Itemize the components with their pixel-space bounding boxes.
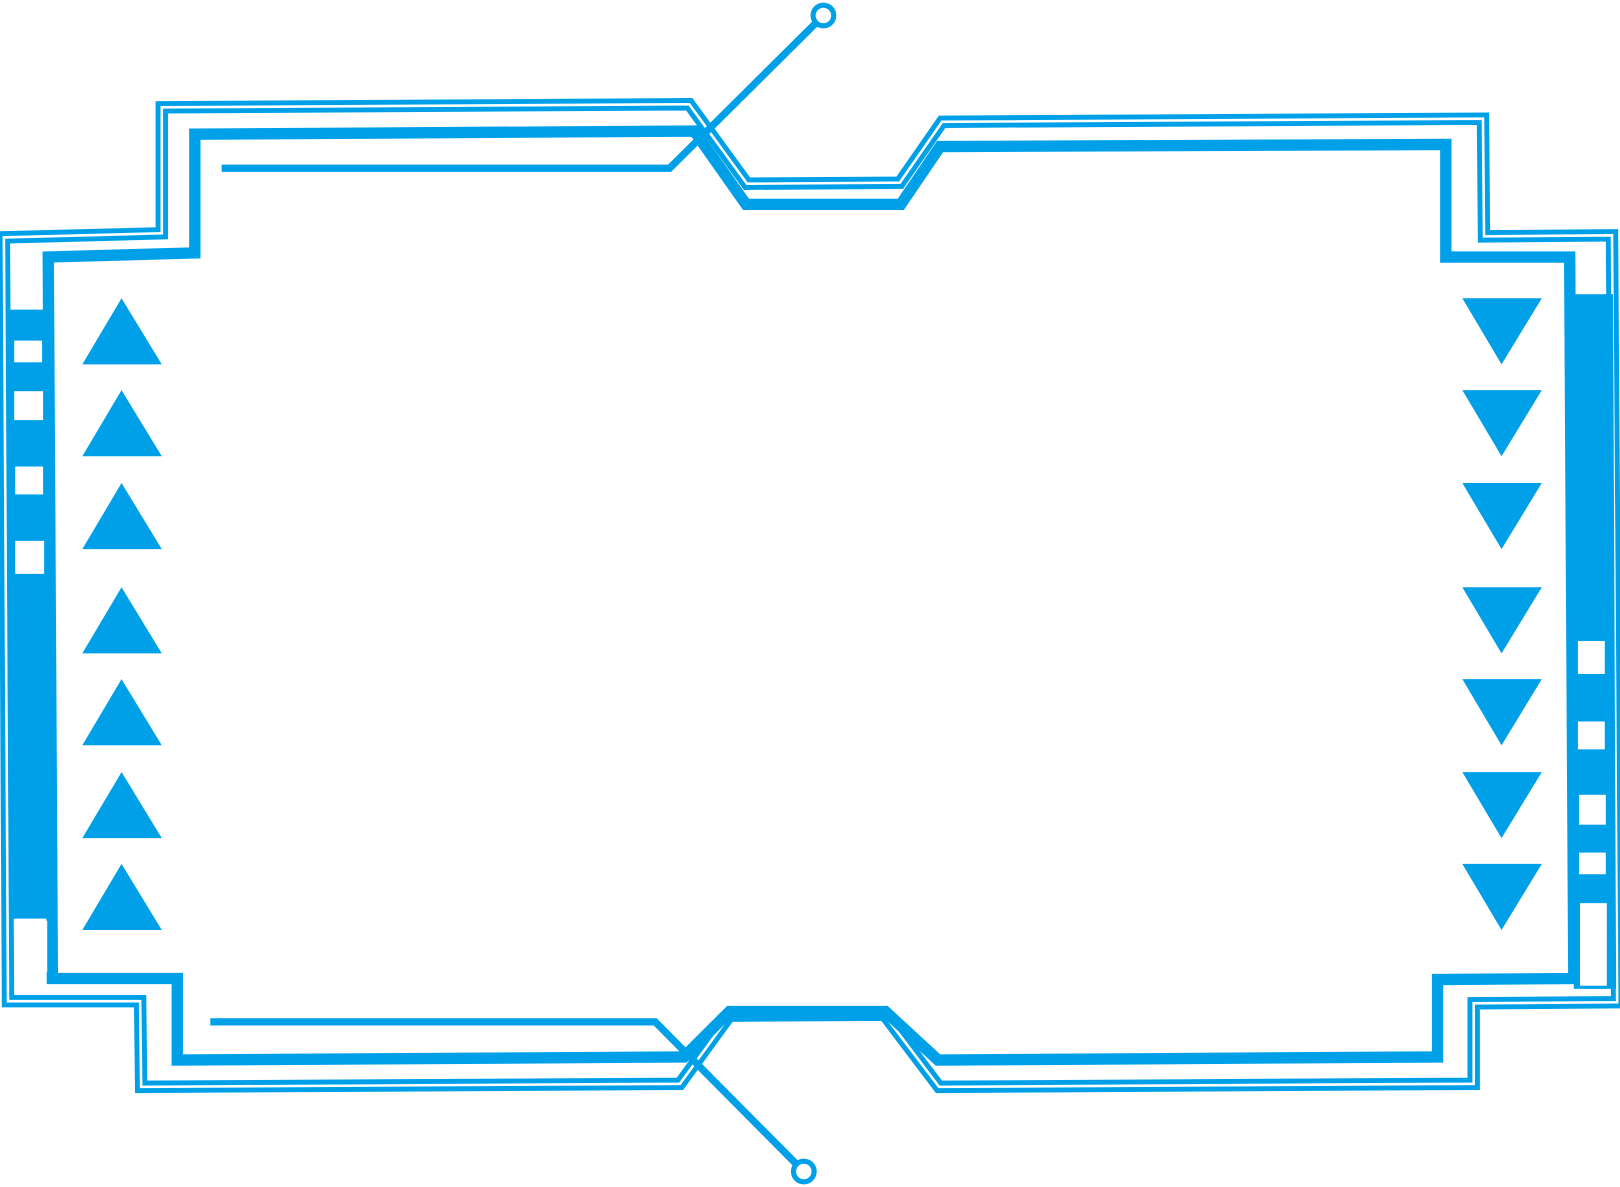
inner-frame [42,125,1580,1066]
bar-window [15,540,45,574]
bar-window [1577,640,1605,675]
arrow-up-icon [82,587,162,654]
arrow-up-icon [82,483,162,550]
outer-frame [0,98,1620,1094]
arrow-up-icon [82,298,162,365]
bar-window [1577,721,1605,750]
bar-window [1578,794,1606,825]
bottom-circuit-line [210,1018,800,1167]
bar-window [14,391,44,421]
arrow-down-icon [1462,390,1542,457]
arrow-down-icon [1462,863,1542,930]
outer-frame-inner-line [2,102,1619,1089]
left-side-bar [5,309,53,919]
arrow-down-icon [1462,679,1542,746]
arrow-down-icon [1462,483,1542,550]
circuit-node-icon [790,1158,817,1185]
bar-window [1580,903,1607,986]
arrow-up-icon [82,863,162,930]
arrow-down-icon [1462,772,1542,839]
bar-window [1578,852,1606,875]
bar-window [1575,247,1603,295]
arrow-down-icon [1462,587,1542,654]
top-circuit-line [221,20,819,172]
arrow-up-icon [82,772,162,839]
arrow-up-icon [82,679,162,746]
arrow-up-icon [82,390,162,457]
bar-window [15,466,44,495]
bar-window [18,920,48,973]
arrow-down-icon [1462,298,1542,365]
circuit-node-icon [810,2,837,29]
bar-window [14,340,43,363]
